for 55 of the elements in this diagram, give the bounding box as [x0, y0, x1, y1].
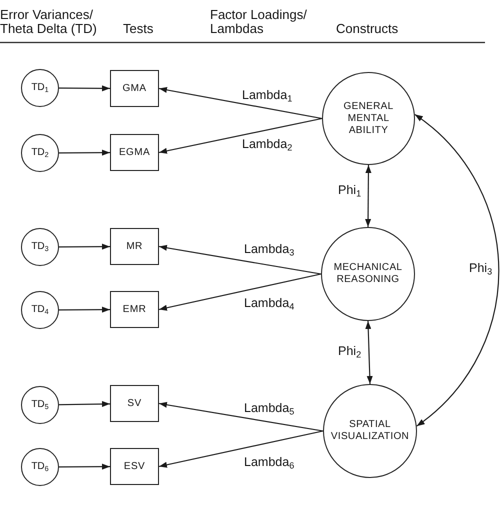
test-label: EMR	[122, 304, 146, 316]
edge-label: Lambda$_{3}$	[243, 242, 296, 256]
arrow	[158, 430, 324, 468]
test-box	[110, 70, 159, 107]
error-variance-circle	[21, 386, 59, 424]
curved-double-headed-arrow	[414, 114, 500, 427]
double-headed-arrow	[365, 165, 372, 227]
arrow	[158, 244, 322, 275]
test-box	[110, 448, 159, 485]
edge-label: Lambda$_{5}$	[243, 401, 296, 415]
arrow	[59, 401, 110, 408]
column-heading: Factor Loadings/ Lambdas	[210, 8, 308, 36]
arrow	[59, 244, 110, 250]
arrow	[158, 402, 324, 432]
arrow	[59, 464, 110, 470]
double-headed-arrow	[365, 320, 373, 384]
edge-label: Lambda$_{1}$	[241, 88, 294, 102]
test-box	[110, 134, 159, 171]
column-heading: Constructs	[336, 22, 400, 36]
error-term-label: TD$_{3}$	[31, 241, 49, 253]
arrow	[158, 118, 322, 154]
test-box	[110, 228, 159, 265]
test-label: GMA	[122, 82, 146, 94]
error-term-label: TD$_{4}$	[31, 304, 49, 316]
test-box	[110, 291, 159, 328]
column-heading: Error Variances/ Theta Delta (TD)	[0, 8, 98, 36]
arrow	[59, 306, 110, 313]
test-label: EGMA	[118, 146, 150, 158]
edge-label: Lambda$_{2}$	[241, 137, 294, 151]
column-heading: Tests	[123, 22, 154, 36]
construct-label: GENERAL MENTAL ABILITY	[342, 100, 394, 136]
arrow	[59, 85, 110, 92]
test-label: SV	[127, 398, 142, 410]
test-label: ESV	[124, 460, 146, 472]
error-variance-circle	[21, 291, 59, 329]
error-variance-circle	[21, 69, 59, 107]
construct-label: MECHANICAL REASONING	[332, 262, 404, 286]
arrow	[59, 150, 110, 156]
error-term-label: TD$_{2}$	[31, 147, 49, 159]
arrow	[158, 273, 322, 311]
error-term-label: TD$_{5}$	[31, 399, 49, 411]
error-variance-circle	[21, 134, 59, 172]
error-term-label: TD$_{1}$	[31, 82, 49, 94]
edge-label: Phi$_{1}$	[337, 183, 362, 197]
edge-label: Lambda$_{4}$	[243, 296, 296, 310]
test-label: MR	[126, 240, 143, 252]
arrow	[158, 87, 322, 120]
error-variance-circle	[21, 228, 59, 266]
construct-label: SPATIAL VISUALIZATION	[330, 419, 410, 443]
error-variance-circle	[21, 448, 59, 486]
test-box	[110, 385, 159, 422]
error-term-label: TD$_{6}$	[31, 461, 49, 473]
edge-label: Lambda$_{6}$	[243, 455, 296, 469]
edge-label: Phi$_{2}$	[337, 344, 362, 358]
edge-label: Phi$_{3}$	[468, 261, 494, 275]
